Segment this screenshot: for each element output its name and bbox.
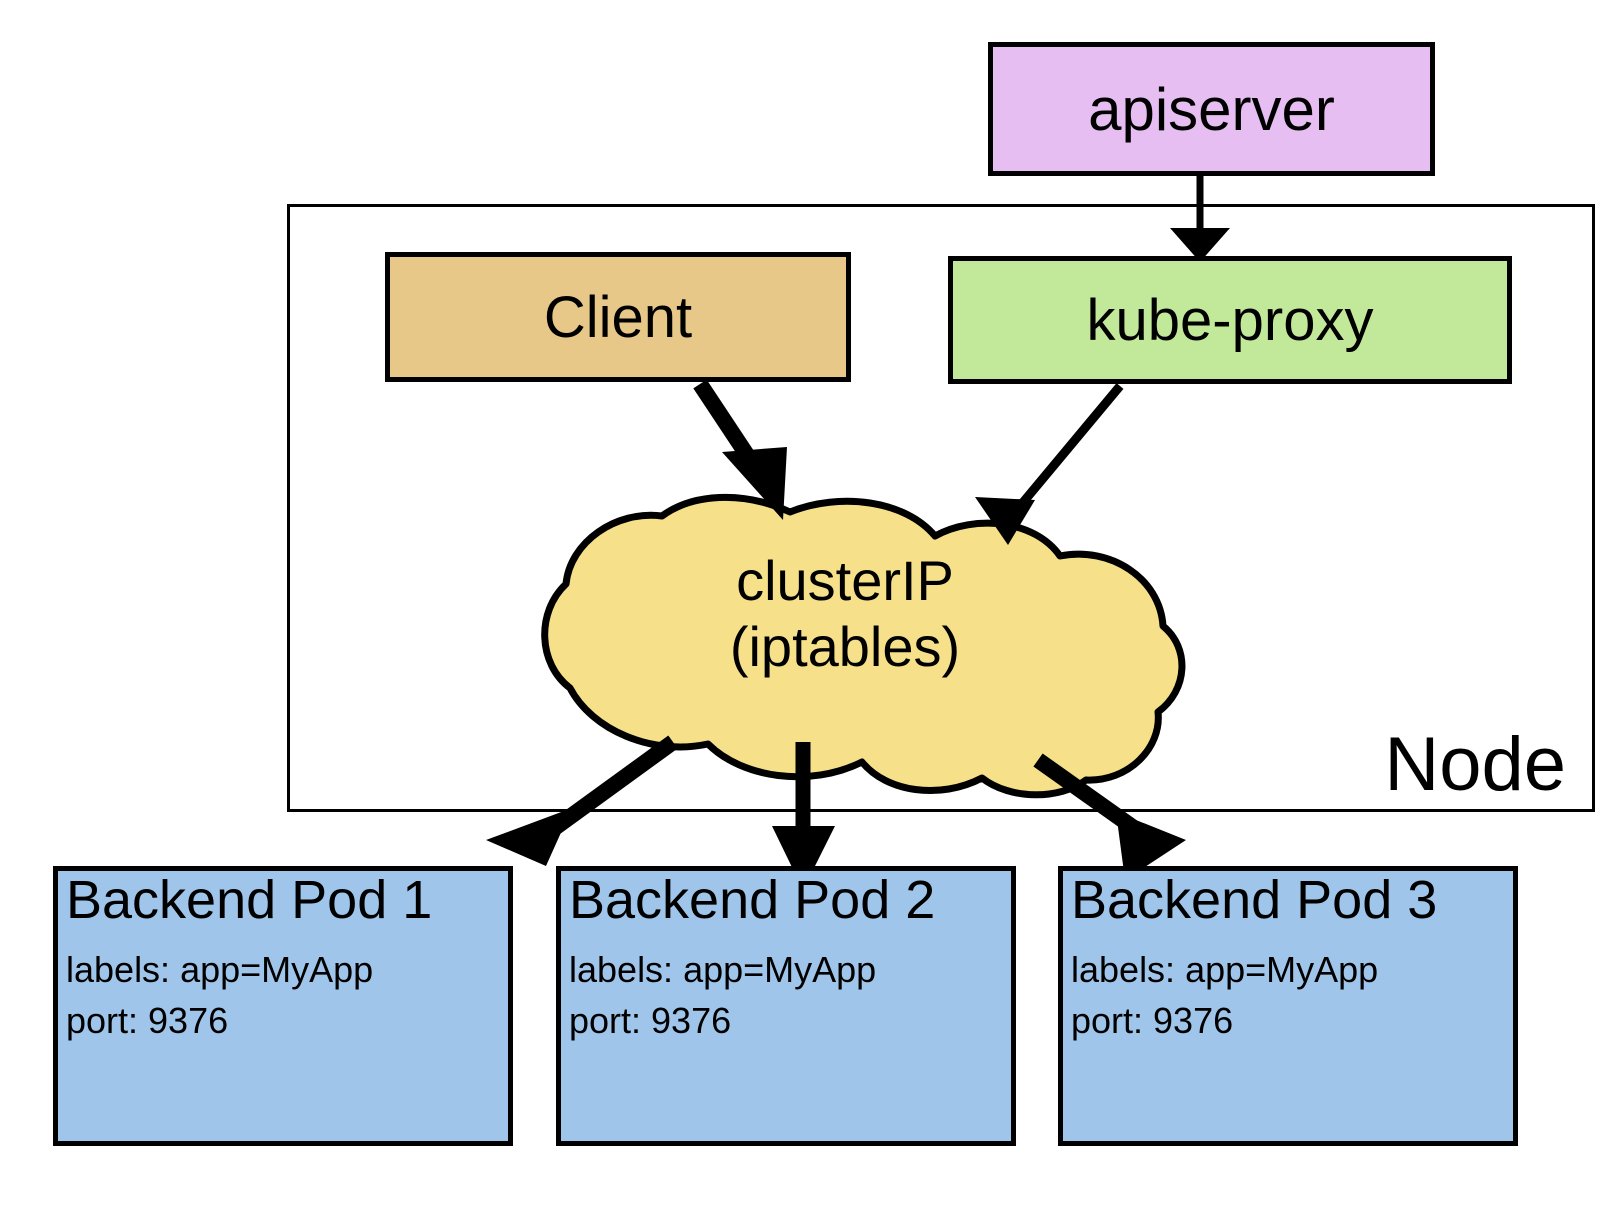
node-container-label: Node bbox=[1384, 722, 1566, 807]
edge-clusterip-to-pod-3 bbox=[1033, 753, 1186, 880]
clusterip-cloud-shape bbox=[541, 493, 1186, 799]
kube-proxy-node[interactable]: kube-proxy bbox=[948, 256, 1512, 384]
kube-proxy-label: kube-proxy bbox=[1086, 287, 1374, 353]
backend-pod-1-port: port: 9376 bbox=[66, 1000, 229, 1042]
backend-pod-1-title: Backend Pod 1 bbox=[66, 870, 433, 930]
client-label: Client bbox=[543, 284, 693, 350]
edge-clusterip-to-pod-2 bbox=[772, 742, 835, 890]
edge-apiserver-to-kubeproxy bbox=[1170, 176, 1230, 262]
backend-pod-2-title: Backend Pod 2 bbox=[569, 870, 936, 930]
apiserver-label: apiserver bbox=[1088, 75, 1335, 143]
backend-pod-2-labels: labels: app=MyApp bbox=[569, 949, 877, 990]
backend-pod-2-port: port: 9376 bbox=[569, 1000, 732, 1042]
node-container: Node bbox=[287, 204, 1595, 812]
apiserver-node[interactable]: apiserver bbox=[988, 42, 1435, 176]
edge-kubeproxy-to-clusterip bbox=[975, 383, 1124, 545]
client-node[interactable]: Client bbox=[385, 252, 851, 382]
backend-pod-3-title: Backend Pod 3 bbox=[1071, 870, 1438, 930]
backend-pod-3[interactable]: Backend Pod 3 labels: app=MyApp port: 93… bbox=[1058, 866, 1518, 1146]
edge-clusterip-to-pod-1 bbox=[486, 735, 678, 866]
backend-pod-1-labels: labels: app=MyApp bbox=[66, 949, 374, 990]
backend-pod-3-labels: labels: app=MyApp bbox=[1071, 949, 1379, 990]
backend-pod-1[interactable]: Backend Pod 1 labels: app=MyApp port: 93… bbox=[53, 866, 513, 1146]
backend-pod-3-port: port: 9376 bbox=[1071, 1000, 1234, 1042]
edge-client-to-clusterip bbox=[693, 379, 787, 520]
backend-pod-2[interactable]: Backend Pod 2 labels: app=MyApp port: 93… bbox=[556, 866, 1016, 1146]
